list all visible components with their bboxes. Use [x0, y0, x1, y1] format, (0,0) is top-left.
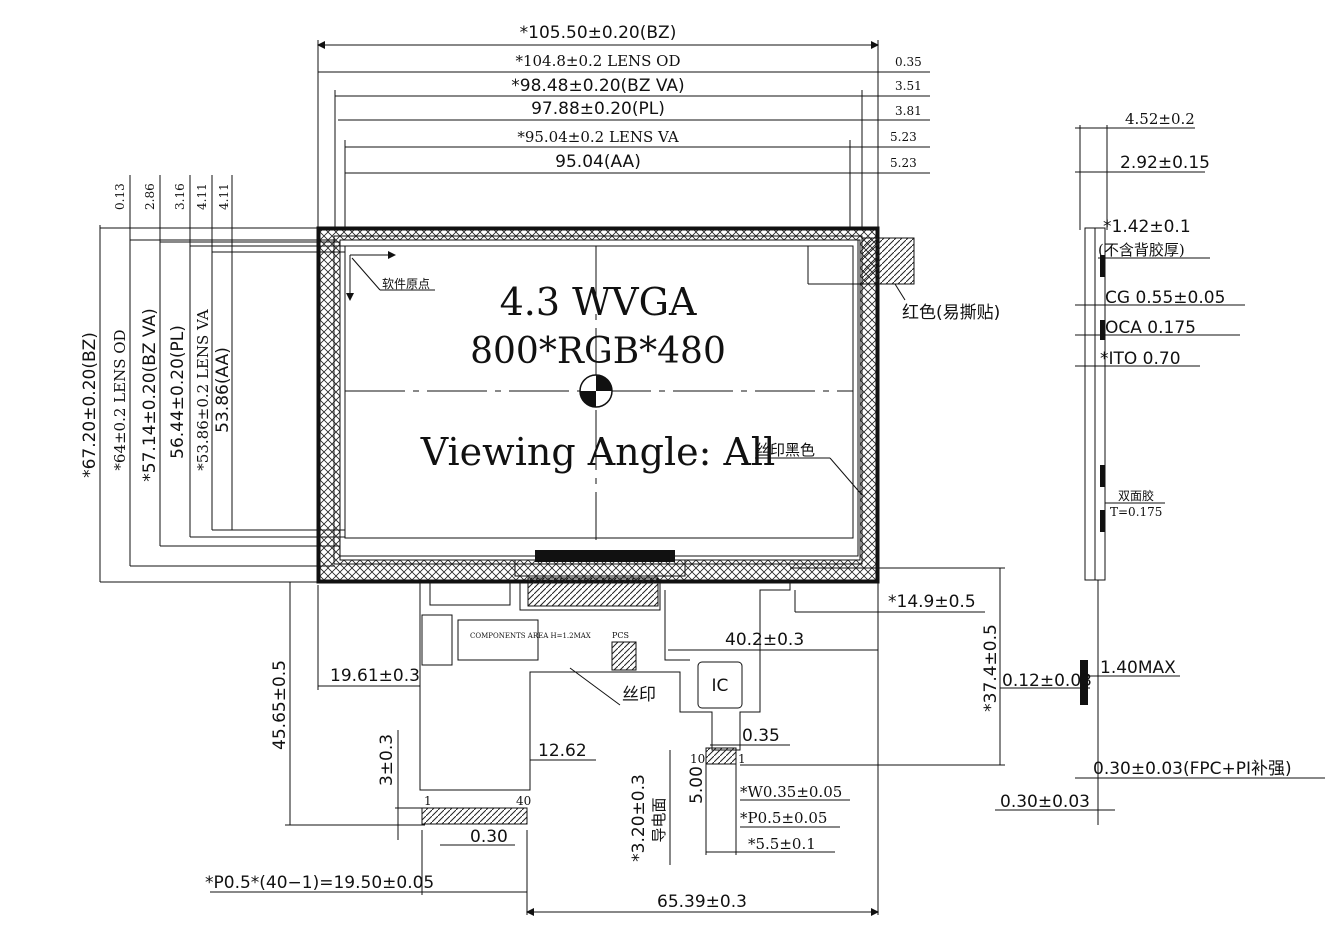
left-offset-1: 0.13 [113, 183, 127, 210]
dim-bz-va: *98.48±0.20(BZ VA) [511, 76, 684, 96]
dim-aa: 95.04(AA) [555, 152, 641, 172]
fpc-dimensions: *14.9±0.5 40.2±0.3 *37.4±0.5 19.61±0.3 4… [205, 567, 1005, 916]
side-fpc-030: 0.30±0.03 [1000, 792, 1090, 812]
dim-pitch-total: *P0.5*(40−1)=19.50±0.05 [205, 873, 434, 893]
dim-v-aa: 53.86(AA) [213, 347, 233, 433]
pin-1b-label: 1 [738, 752, 746, 766]
left-offset-5: 4.11 [217, 183, 231, 210]
dim-v-bz-va: *57.14±0.20(BZ VA) [140, 308, 160, 481]
dim-v-lens-od: *64±0.2 LENS OD [111, 329, 129, 470]
front-view-panel: 软件原点 4.3 WVGA 800*RGB*480 Viewing Angle:… [316, 226, 1000, 584]
screen-line-1: 4.3 WVGA [500, 280, 697, 324]
right-offset-4: 5.23 [890, 130, 917, 144]
side-thick-total: 4.52±0.2 [1125, 110, 1195, 128]
dim-lens-od: *104.8±0.2 LENS OD [515, 52, 680, 70]
dim-lens-va: *95.04±0.2 LENS VA [517, 128, 679, 146]
dim-5-00: 5.00 [687, 766, 707, 804]
dim-19-61: 19.61±0.3 [330, 666, 420, 686]
pin-10-label: 10 [690, 752, 705, 766]
left-offset-4: 4.11 [195, 183, 209, 210]
silk-black-label: 丝印黑色 [755, 441, 815, 459]
origin-label: 软件原点 [382, 277, 430, 291]
side-double-tape: 双面胶 [1118, 488, 1154, 503]
dim-3: 3±0.3 [377, 734, 397, 786]
top-dimensions: *105.50±0.20(BZ) *104.8±0.2 LENS OD *98.… [317, 23, 930, 228]
silk-label: 丝印 [622, 685, 656, 705]
dim-40-2: 40.2±0.3 [725, 630, 804, 650]
side-fpc-030-pi: 0.30±0.03(FPC+PI补强) [1093, 759, 1292, 779]
dim-12-62: 12.62 [538, 741, 587, 761]
left-dimensions: 0.13 2.86 3.16 4.11 4.11 *67.20±0.20(BZ)… [80, 175, 345, 583]
side-fpc-012: 0.12±0.03 [1002, 671, 1092, 691]
dim-14-9: *14.9±0.5 [888, 592, 976, 612]
side-cg: CG 0.55±0.05 [1105, 288, 1225, 308]
dim-0-30: 0.30 [470, 827, 508, 847]
left-offset-2: 2.86 [143, 183, 157, 210]
dim-pl: 97.88±0.20(PL) [531, 99, 665, 119]
right-offset-3: 3.81 [895, 104, 922, 118]
dim-v-lens-va: *53.86±0.2 LENS VA [194, 309, 212, 471]
pcs-label: PCS [612, 631, 629, 640]
red-tape-label: 红色(易撕贴) [902, 303, 1000, 323]
side-no-backglue: (不含背胶厚) [1098, 241, 1185, 259]
side-thick-3: *1.42±0.1 [1103, 217, 1191, 237]
side-fpc-max: 1.40MAX [1100, 658, 1176, 678]
side-thick-2: 2.92±0.15 [1120, 153, 1210, 173]
dim-bz-width: *105.50±0.20(BZ) [520, 23, 677, 43]
components-label: COMPONENTS AREA H=1.2MAX [470, 632, 591, 640]
dim-45-65: 45.65±0.5 [270, 660, 290, 750]
dim-bz-height: *67.20±0.20(BZ) [80, 332, 100, 478]
right-offset-2: 3.51 [895, 79, 922, 93]
pin-1-label: 1 [424, 794, 432, 808]
left-offset-3: 3.16 [173, 183, 187, 210]
dim-3-20: *3.20±0.3 [629, 774, 649, 862]
dim-0-35: 0.35 [742, 726, 780, 746]
ic-label: IC [712, 676, 729, 696]
dim-37-4: *37.4±0.5 [981, 624, 1001, 712]
pin-40-label: 40 [516, 794, 531, 808]
screen-line-3: Viewing Angle: All [420, 430, 776, 474]
right-offset-5: 5.23 [890, 156, 917, 170]
screen-line-2: 800*RGB*480 [470, 331, 726, 372]
fpc-cable: IC COMPONENTS AREA H=1.2MAX PCS 1 40 10 … [419, 577, 791, 825]
dim-65-39: 65.39±0.3 [657, 892, 747, 912]
side-oca: OCA 0.175 [1105, 318, 1196, 338]
side-view: 4.52±0.2 2.92±0.15 *1.42±0.1 (不含背胶厚) CG … [995, 110, 1325, 825]
conductive-label: 导电面 [650, 797, 668, 842]
side-double-tape-t: T=0.175 [1110, 505, 1162, 519]
dim-p: *P0.5±0.05 [740, 809, 827, 827]
dim-v-pl: 56.44±0.20(PL) [168, 325, 188, 459]
right-offset-1: 0.35 [895, 55, 922, 69]
dim-w: *W0.35±0.05 [740, 783, 842, 801]
dim-5-5: *5.5±0.1 [748, 835, 816, 853]
side-ito: *ITO 0.70 [1100, 349, 1181, 369]
